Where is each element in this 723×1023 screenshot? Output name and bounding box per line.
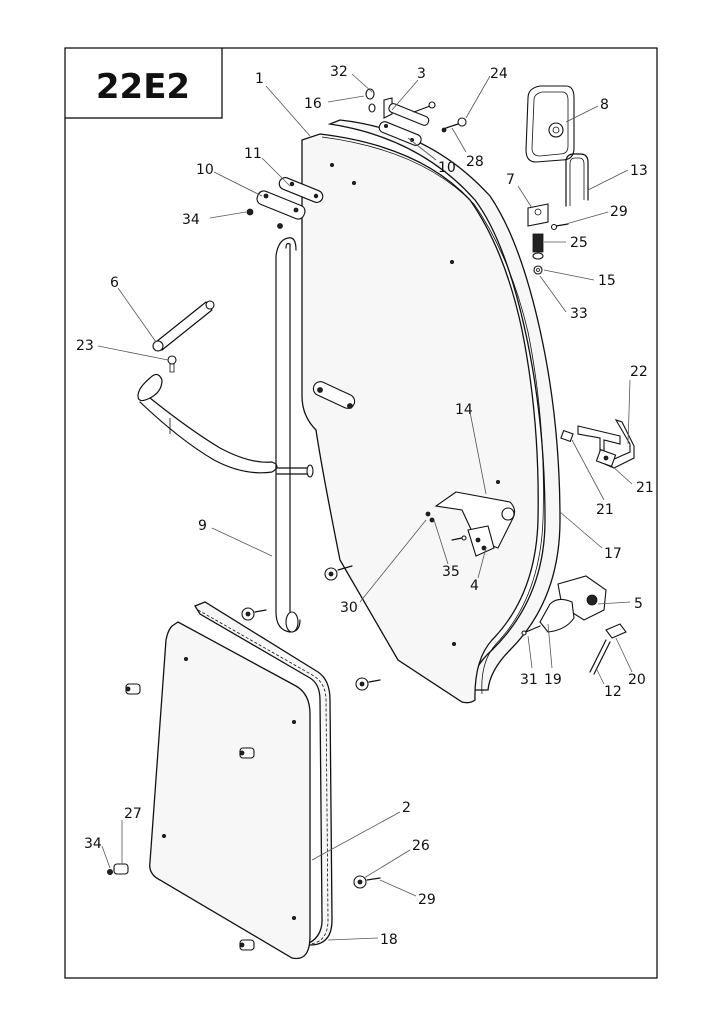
callout-7: 7 [506,172,515,188]
callout-33: 33 [570,306,588,322]
callout-labels: 1 2 3 4 5 6 7 8 9 10 10 11 12 13 14 15 1… [76,64,654,948]
callout-29a: 29 [610,204,628,220]
callout-30: 30 [340,600,358,616]
callout-21b: 21 [636,480,654,496]
callout-10a: 10 [196,162,214,178]
stay-bracket [560,419,635,469]
callout-24: 24 [490,66,508,82]
callout-11: 11 [244,146,262,162]
title-block: 22E2 [65,48,223,119]
callout-10b: 10 [438,160,456,176]
callout-34b: 34 [84,836,102,852]
callout-21a: 21 [596,502,614,518]
callout-22: 22 [630,364,648,380]
callout-14: 14 [455,402,473,418]
u-bolt [565,153,589,207]
door-glass-lower [149,601,333,960]
grab-handle-vertical [275,237,314,633]
callout-1: 1 [255,71,264,87]
callout-18: 18 [380,932,398,948]
callout-20: 20 [628,672,646,688]
hinge-assembly-top [365,88,467,146]
callout-13: 13 [630,163,648,179]
callout-16: 16 [304,96,322,112]
grab-handle-curved [137,373,278,474]
hinge-plates-upper-left [246,177,324,229]
callout-19: 19 [544,672,562,688]
door-glass-upper [301,119,561,704]
callout-3: 3 [417,66,426,82]
callout-17: 17 [604,546,622,562]
callout-15: 15 [598,273,616,289]
callout-34a: 34 [182,212,200,228]
page-code: 22E2 [96,67,190,107]
callout-23: 23 [76,338,94,354]
callout-31: 31 [520,672,538,688]
lock-assembly [521,575,627,675]
callout-9: 9 [198,518,207,534]
callout-35: 35 [442,564,460,580]
callout-8: 8 [600,97,609,113]
callout-28: 28 [466,154,484,170]
callout-29b: 29 [418,892,436,908]
mirror-bracket-stack [527,203,569,275]
callout-25: 25 [570,235,588,251]
diagram-frame [64,47,658,979]
ball-stud [167,355,177,373]
callout-27: 27 [124,806,142,822]
mirror [525,85,575,163]
callout-5: 5 [634,596,643,612]
callout-4: 4 [470,578,479,594]
callout-32: 32 [330,64,348,80]
door-latch [425,491,516,557]
leader-lines [97,73,633,941]
fasteners [107,565,381,951]
callout-6: 6 [110,275,119,291]
gas-strut [152,300,215,352]
callout-12: 12 [604,684,622,700]
callout-26: 26 [412,838,430,854]
callout-2: 2 [402,800,411,816]
